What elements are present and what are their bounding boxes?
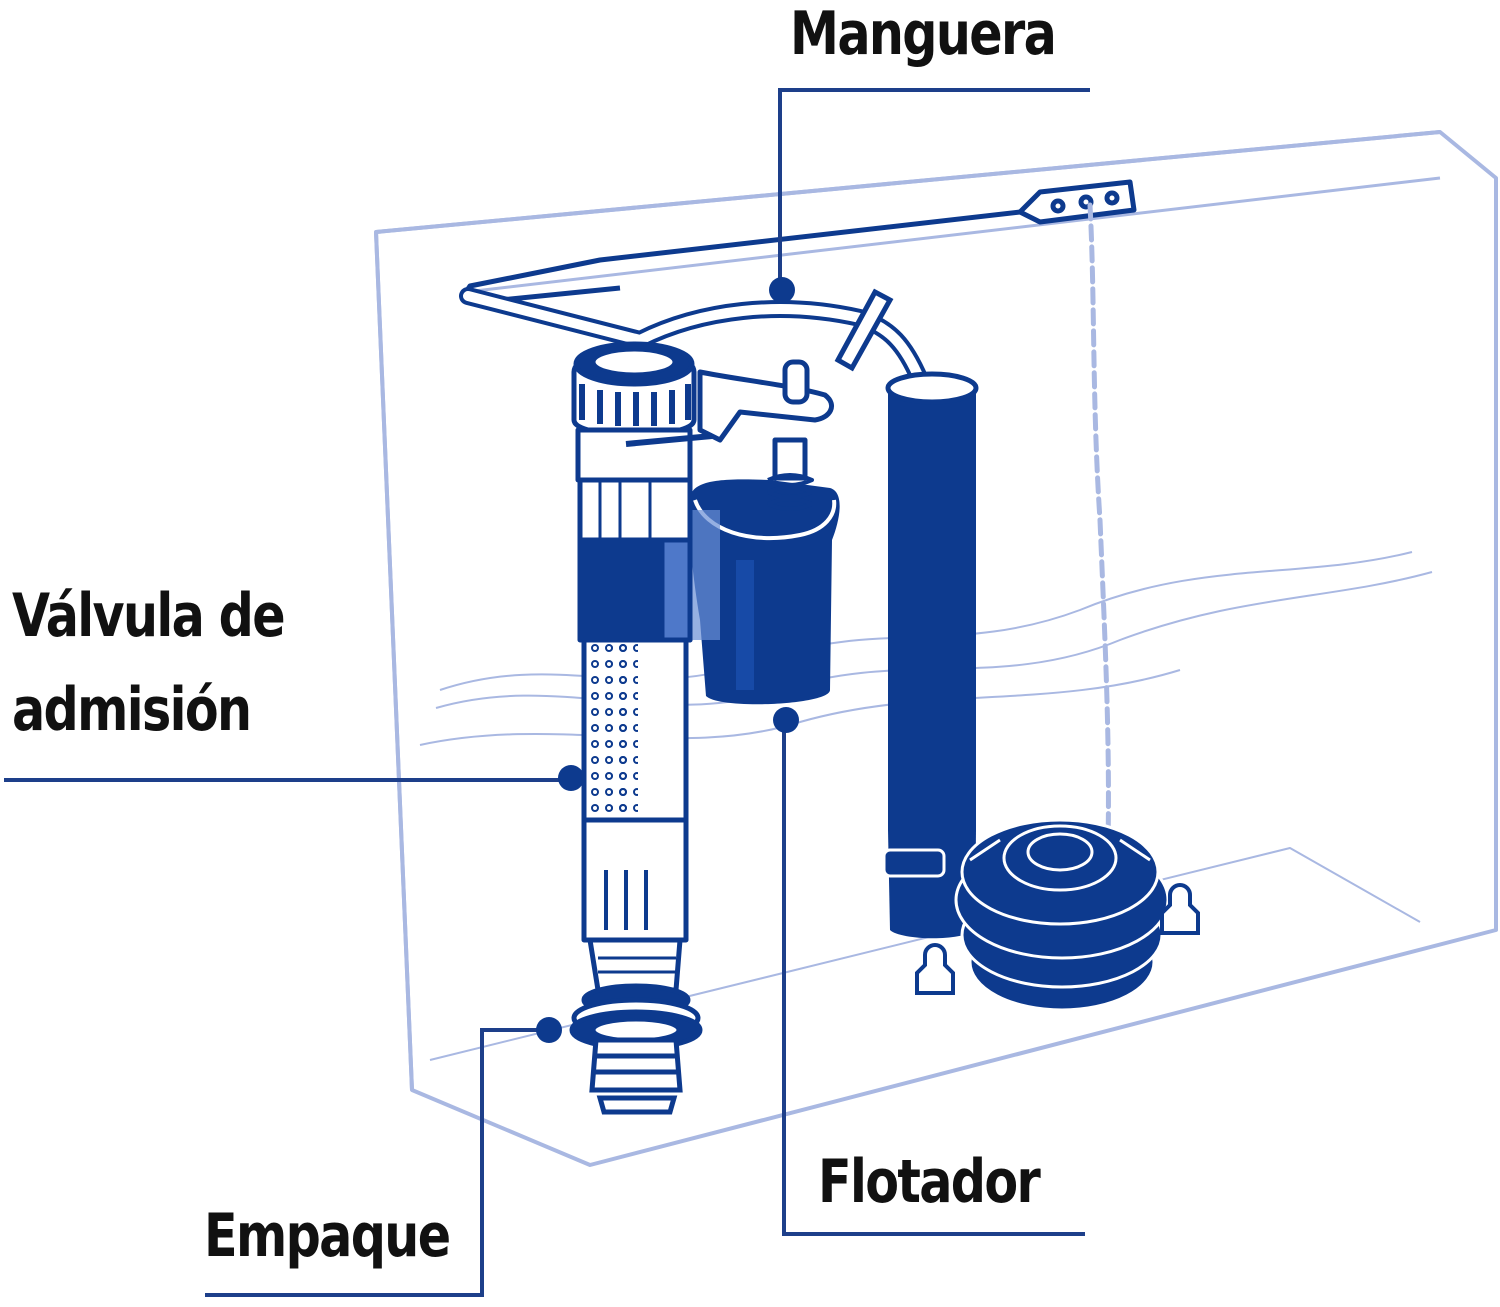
valve-arm xyxy=(697,359,834,511)
label-flotador: Flotador xyxy=(818,1147,1041,1217)
dot-empaque xyxy=(536,1017,562,1043)
flapper xyxy=(954,818,1170,1012)
leader-dots xyxy=(536,277,799,1043)
label-valvula-line1: Válvula de xyxy=(12,581,286,651)
dot-manguera xyxy=(769,277,795,303)
tank-back-rim xyxy=(465,176,1441,294)
leader-empaque xyxy=(205,1028,545,1297)
dot-valvula xyxy=(558,765,584,791)
refill-hose xyxy=(459,287,929,389)
leader-manguera xyxy=(778,88,1090,290)
dot-flotador xyxy=(773,707,799,733)
leader-lines xyxy=(4,88,1090,1297)
leader-flotador xyxy=(782,720,1085,1236)
flush-lever xyxy=(463,179,1137,306)
tank-outline xyxy=(374,130,1498,1167)
overflow-tube xyxy=(882,371,979,939)
label-manguera: Manguera xyxy=(790,0,1057,69)
float-cup xyxy=(689,479,840,705)
label-empaque: Empaque xyxy=(204,1201,451,1271)
fill-valve xyxy=(571,341,713,993)
flapper-chain xyxy=(1087,202,1111,848)
label-valvula-line2: admisión xyxy=(12,675,252,745)
mount-bolts xyxy=(915,883,1200,995)
gasket-and-shank xyxy=(569,983,703,1115)
